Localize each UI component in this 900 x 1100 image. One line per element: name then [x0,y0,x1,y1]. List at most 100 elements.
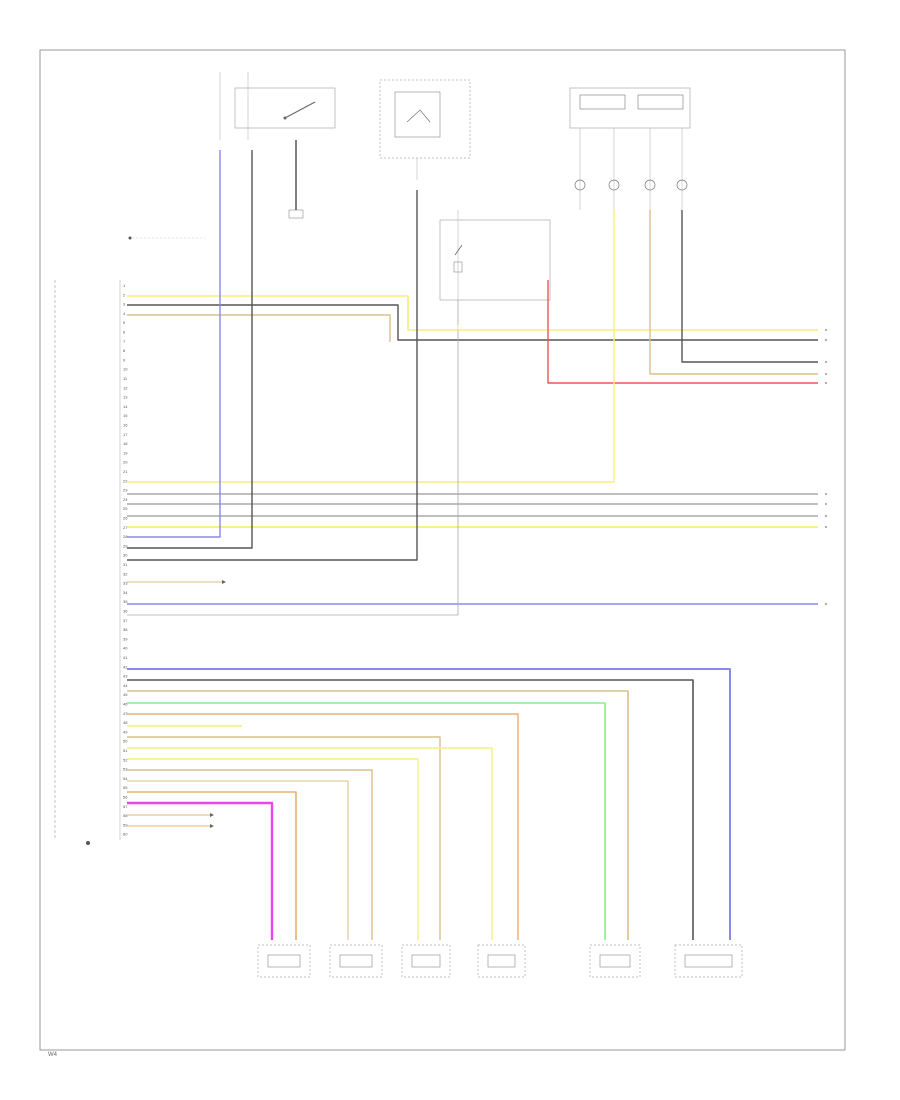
center-switch-box [439,210,551,301]
module-pin-label: 12 [123,385,128,390]
sensor-connector [257,944,311,978]
module-pin-label: 27 [123,525,128,530]
module-pin-label: 21 [123,469,128,474]
module-pin-label: 24 [123,497,128,502]
module-pin-label: 13 [123,395,128,400]
module-pin-label: 14 [123,404,128,409]
module-pin-label: 40 [123,646,128,651]
module-pin-label: 7 [123,339,126,344]
module-pin-label: 18 [123,441,128,446]
module-pin-label: 56 [123,795,128,800]
module-pin-label: 29 [123,543,128,548]
diagram-frame [39,49,846,1051]
wire [127,210,615,483]
module-pin-label: 5 [123,320,126,325]
arrow-head [222,580,226,584]
sensor-body [599,954,631,968]
module-pin-label: 38 [123,627,128,632]
module-pin-label: 57 [123,804,128,809]
sensor-connector [401,944,451,978]
wire [547,280,818,384]
wire [127,679,694,940]
footer-code: W4 [48,1052,58,1058]
module-pin-label: 23 [123,488,128,493]
top-center-relay [379,79,471,180]
terminal-dot [825,526,827,528]
wire [681,210,818,363]
left-module: 1234567891011121314151617181920212223242… [54,236,205,845]
module-pin-label: 33 [123,581,128,586]
module-pin-label: 34 [123,590,128,595]
module-pin-label: 22 [123,478,128,483]
module-pin-label: 35 [123,599,128,604]
module-pin-label: 26 [123,516,128,521]
module-pin-label: 20 [123,460,128,465]
wire [127,314,391,342]
module-pin-label: 11 [123,376,128,381]
bottom-sensors [257,944,743,978]
sensor-body [487,954,516,968]
wire [127,668,731,940]
terminal-dot [825,382,827,384]
wires [127,150,827,940]
wire [127,304,818,341]
ground-symbol [288,140,304,219]
module-pin-label: 60 [123,832,128,837]
sensor-connector [674,944,743,978]
wire [649,210,818,375]
module-pin-label: 2 [123,292,126,297]
module-pin-label: 16 [123,423,128,428]
wire [127,769,373,940]
module-pin-label: 25 [123,506,128,511]
wire [127,758,419,940]
module-pin-label: 42 [123,664,128,669]
module-pin-label: 55 [123,785,128,790]
top-left-switch [219,72,336,140]
wire [127,295,818,331]
wire [127,150,253,549]
terminal-dot [825,361,827,363]
module-pin-label: 59 [123,822,128,827]
sensor-body [411,954,441,968]
module-pin-label: 41 [123,655,128,660]
module-pin-label: 48 [123,720,128,725]
module-pin-label: 17 [123,432,128,437]
module-pin-label: 49 [123,729,128,734]
wire [127,747,493,940]
sensor-connector [329,944,383,978]
module-pin-label: 10 [123,367,128,372]
module-pin-label: 30 [123,553,128,558]
terminal-dot [825,503,827,505]
wire [127,801,274,940]
module-pin-label: 53 [123,767,128,772]
arrow-head [210,813,214,817]
sensor-body [684,954,733,968]
arrow-head [210,824,214,828]
sensor-body [339,954,373,968]
module-pin-label: 1 [123,283,126,288]
module-pin-label: 47 [123,711,128,716]
left-module-pin-list: 1234567891011121314151617181920212223242… [123,283,128,837]
module-pin-label: 43 [123,674,128,679]
module-pin-label: 15 [123,413,128,418]
module-pin-label: 9 [123,357,126,362]
module-pin-label: 52 [123,757,128,762]
sensor-connector [589,944,641,978]
module-pin-label: 54 [123,776,128,781]
wire [127,190,418,561]
wire [127,736,441,940]
sensor-connector [477,944,526,978]
wire [127,690,629,940]
sensor-body [267,954,301,968]
terminal-dot [825,515,827,517]
module-pin-label: 51 [123,748,128,753]
module-pin-label: 39 [123,636,128,641]
terminal-dot [825,373,827,375]
module-pin-label: 3 [123,302,126,307]
wire [127,300,459,616]
wire [127,780,349,940]
module-pin-label: 8 [123,348,126,353]
module-pin-label: 31 [123,562,128,567]
terminal-dot [825,493,827,495]
